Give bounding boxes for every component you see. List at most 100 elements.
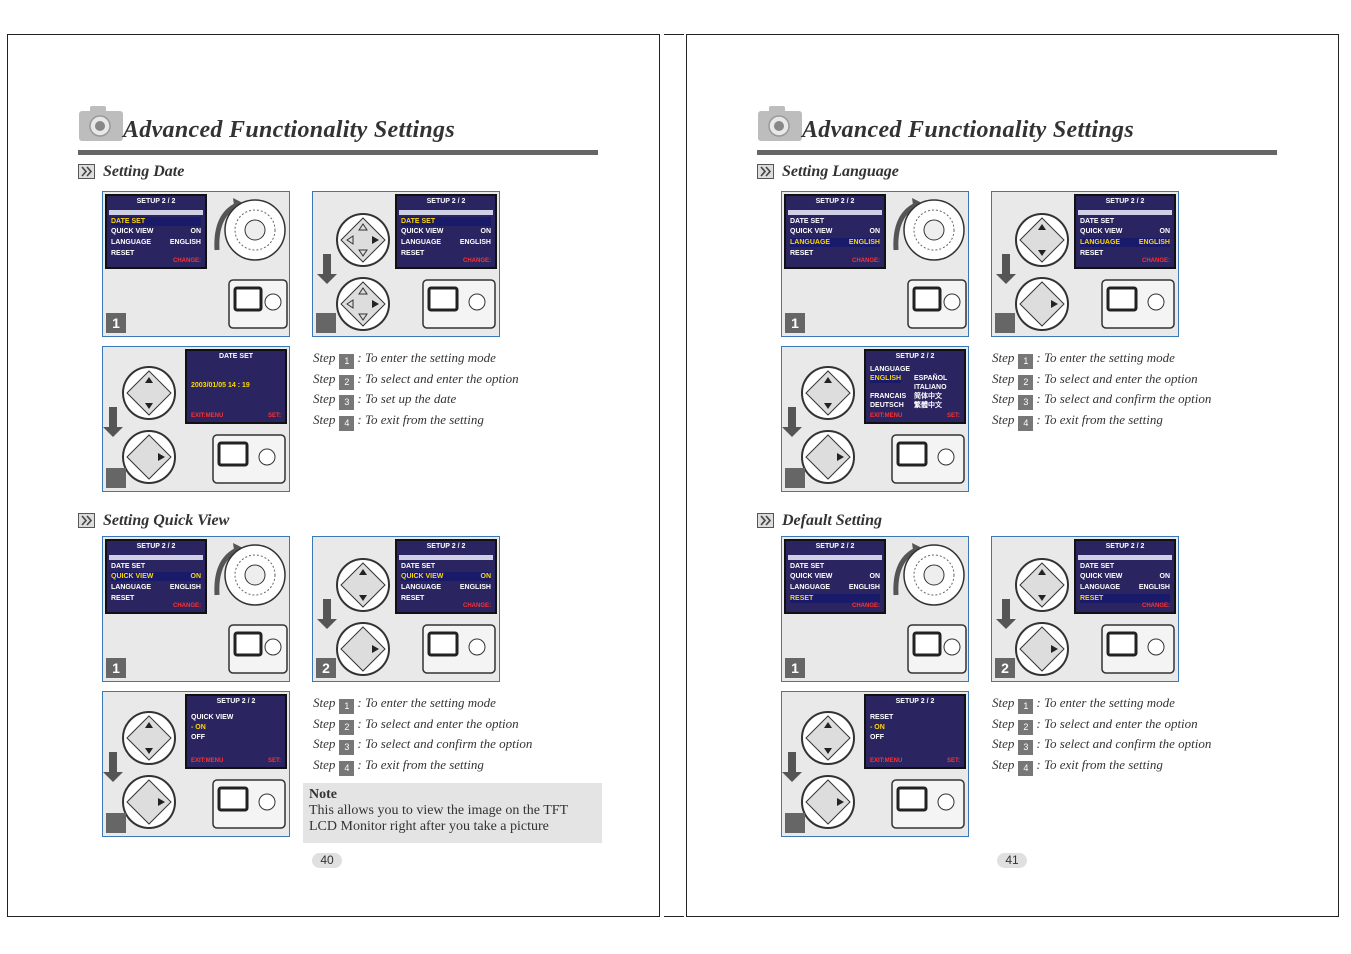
camera-body-icon xyxy=(1101,279,1175,329)
double-chevron-icon xyxy=(78,164,95,179)
header-rule xyxy=(78,150,598,155)
section-title-setting-language: Setting Language xyxy=(782,163,899,180)
page-title: Advanced Functionality Settings xyxy=(802,117,1134,143)
camera-icon xyxy=(758,106,802,141)
step-badge: 1 xyxy=(785,313,805,333)
camera-body-icon xyxy=(212,779,286,829)
page-header: Advanced Functionality Settings xyxy=(78,105,598,157)
step-badge: 1 xyxy=(785,658,805,678)
mode-dial-icon xyxy=(893,198,967,329)
navigation-pad-icon xyxy=(317,558,390,676)
camera-body-icon xyxy=(212,434,286,484)
step-badge: 2 xyxy=(995,658,1015,678)
mode-dial-icon xyxy=(214,198,288,329)
note-heading: Note xyxy=(309,787,337,802)
navigation-pad-icon xyxy=(317,213,390,331)
camera-body-icon xyxy=(1101,624,1175,674)
step-badge xyxy=(995,313,1015,333)
double-chevron-icon xyxy=(757,513,774,528)
step-badge xyxy=(106,813,126,833)
step-badge: 2 xyxy=(316,658,336,678)
mode-dial-icon xyxy=(893,543,967,674)
menu-row: RESET xyxy=(111,250,135,257)
navigation-pad-icon xyxy=(782,366,855,484)
navigation-pad-icon xyxy=(996,213,1069,331)
crop-mark xyxy=(664,34,684,35)
menu-row: DATE SET xyxy=(111,217,201,226)
navigation-pad-icon xyxy=(103,366,176,484)
header-rule xyxy=(757,150,1277,155)
double-chevron-icon xyxy=(757,164,774,179)
step-badge: 1 xyxy=(106,658,126,678)
camera-menu-screen: SETUP 2 / 2 QUICK VIEW - ON OFF EXIT:MEN… xyxy=(185,694,287,769)
camera-body-icon xyxy=(422,279,496,329)
mode-dial-icon xyxy=(214,543,288,674)
manual-page-left: Advanced Functionality Settings Setting … xyxy=(7,34,660,917)
step-badge xyxy=(785,813,805,833)
step-badge xyxy=(106,468,126,488)
camera-icon xyxy=(79,106,123,141)
screen-header: SETUP 2 / 2 xyxy=(136,198,176,205)
page-number: 40 xyxy=(312,853,342,868)
double-chevron-icon xyxy=(78,513,95,528)
camera-body-icon xyxy=(891,779,965,829)
navigation-pad-icon xyxy=(996,558,1069,676)
note-body: This allows you to view the image on the… xyxy=(309,803,568,834)
navigation-pad-icon xyxy=(782,711,855,829)
page-number: 41 xyxy=(997,853,1027,868)
camera-body-icon xyxy=(891,434,965,484)
page-header: Advanced Functionality Settings xyxy=(757,105,1277,157)
step-badge xyxy=(316,313,336,333)
section-title-setting-date: Setting Date xyxy=(103,163,185,180)
note-box: Note This allows you to view the image o… xyxy=(303,783,602,843)
camera-body-icon xyxy=(422,624,496,674)
crop-mark xyxy=(664,916,684,917)
step-badge: 1 xyxy=(106,313,126,333)
navigation-pad-icon xyxy=(103,711,176,829)
step-badge xyxy=(785,468,805,488)
screen-bar xyxy=(109,210,203,215)
